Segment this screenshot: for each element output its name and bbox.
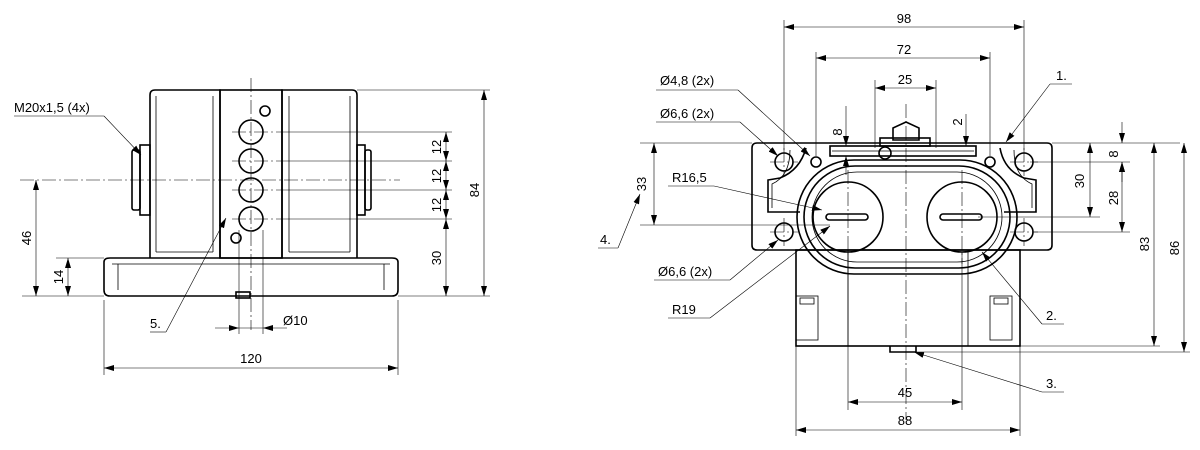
callout-1: 1.	[1056, 68, 1067, 83]
dim-33: 33	[634, 177, 649, 191]
dim-86: 86	[1167, 241, 1182, 255]
front-view-labels: Ø4,8 (2x) Ø6,6 (2x) R16,5 Ø6,6 (2x) R19 …	[598, 68, 1072, 393]
dim-30-right: 30	[1072, 174, 1087, 188]
side-view	[20, 78, 400, 330]
screw-hole	[259, 105, 271, 117]
dim-88: 88	[898, 413, 912, 428]
label-dia-6-6-top: Ø6,6 (2x)	[660, 106, 714, 121]
side-view-dimensions: 12 12 12 30 84 46 14 120 Ø10 M20x1,5 (4x…	[14, 89, 490, 375]
dim-120: 120	[240, 351, 262, 366]
dim-83: 83	[1137, 237, 1152, 251]
label-dia-6-6-bottom: Ø6,6 (2x)	[658, 264, 712, 279]
dim-2: 2	[950, 118, 965, 125]
label-dia-10: Ø10	[283, 313, 308, 328]
front-view-dimensions: 98 72 25 8 2 33 8 30	[634, 11, 1190, 436]
thread-boss-right	[364, 149, 372, 211]
dim-45: 45	[898, 385, 912, 400]
dim-28: 28	[1106, 191, 1121, 205]
dim-14: 14	[51, 270, 66, 284]
dim-84: 84	[467, 183, 482, 197]
flange-plate	[751, 142, 1053, 251]
label-thread: M20x1,5 (4x)	[14, 100, 90, 115]
label-dia-4-8: Ø4,8 (2x)	[660, 73, 714, 88]
lower-body	[795, 249, 1021, 347]
dim-12-c: 12	[429, 198, 444, 212]
dim-12-a: 12	[429, 140, 444, 154]
left-housing	[149, 89, 221, 258]
dim-30-left: 30	[429, 251, 444, 265]
label-r16-5: R16,5	[672, 170, 707, 185]
dim-46: 46	[19, 231, 34, 245]
callout-5: 5.	[150, 316, 161, 331]
front-view	[751, 104, 1053, 420]
right-housing	[281, 89, 358, 258]
dim-72: 72	[897, 42, 911, 57]
callout-3: 3.	[1046, 376, 1057, 391]
base-plate	[103, 257, 399, 297]
dim-98: 98	[897, 11, 911, 26]
dim-12-b: 12	[429, 169, 444, 183]
label-r19: R19	[672, 302, 696, 317]
dim-8-top: 8	[830, 128, 845, 135]
dim-8-right: 8	[1106, 150, 1121, 157]
dim-25: 25	[898, 72, 912, 87]
screw-hole	[230, 232, 242, 244]
callout-2: 2.	[1046, 308, 1057, 323]
callout-4: 4.	[600, 232, 611, 247]
